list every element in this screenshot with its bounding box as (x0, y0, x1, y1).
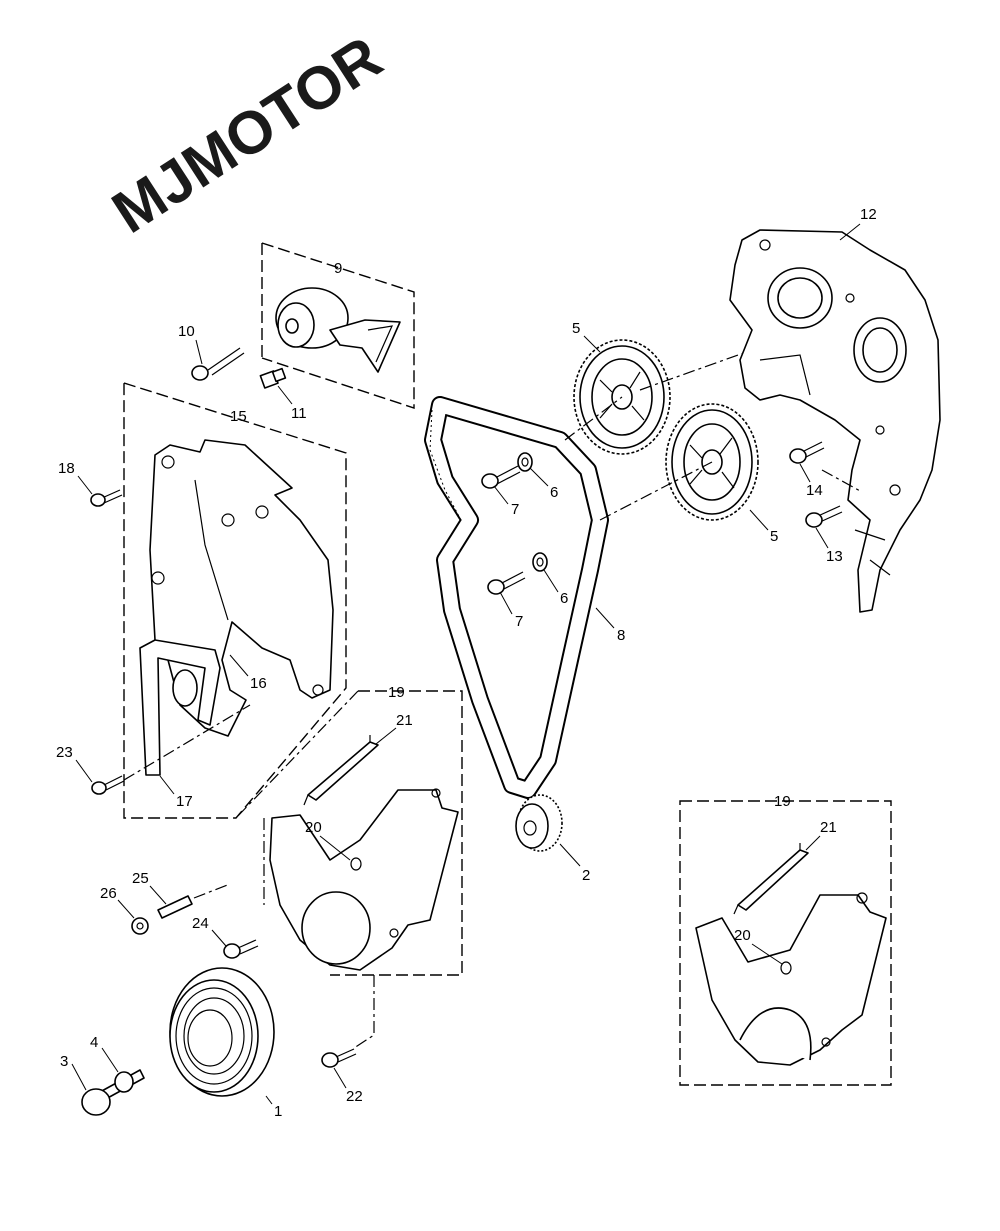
bolt-3 (81, 1069, 145, 1116)
callout-6-upper: 6 (550, 484, 558, 501)
callout-18: 18 (58, 460, 75, 477)
callouts: 1 2 3 4 5 5 6 6 7 7 8 9 10 11 12 13 14 (56, 206, 877, 1120)
lower-timing-cover-right (695, 892, 887, 1066)
callout-17: 17 (176, 793, 193, 810)
callout-7-lower: 7 (515, 613, 523, 630)
callout-19-right: 19 (774, 793, 791, 810)
callout-2: 2 (582, 867, 590, 884)
callout-21-right: 21 (820, 819, 837, 836)
callout-26: 26 (100, 885, 117, 902)
lower-cover-group-box-right (679, 800, 892, 1086)
callout-8: 8 (617, 627, 625, 644)
callout-3: 3 (60, 1053, 68, 1070)
washer-4 (114, 1071, 134, 1093)
callout-4: 4 (90, 1034, 98, 1051)
crankshaft-pulley (169, 967, 275, 1097)
bolt-10 (191, 347, 245, 381)
stud-25 (157, 883, 231, 919)
strip-21-right (733, 843, 809, 915)
callout-20-right: 20 (734, 927, 751, 944)
bolt-7-upper (481, 465, 521, 489)
nut-26 (131, 917, 149, 935)
bolt-23 (91, 775, 125, 795)
bolt-24 (223, 939, 259, 959)
callout-14: 14 (806, 482, 823, 499)
bolt-14 (789, 441, 825, 464)
bolt-18 (90, 489, 123, 507)
callout-24: 24 (192, 915, 209, 932)
callout-12: 12 (860, 206, 877, 223)
bolt-22 (321, 975, 375, 1068)
callout-21-left: 21 (396, 712, 413, 729)
callout-16: 16 (250, 675, 267, 692)
bolt-13 (805, 505, 843, 528)
strip-21-left (303, 735, 379, 806)
lower-timing-cover-left (269, 788, 459, 971)
callout-22: 22 (346, 1088, 363, 1105)
callout-1: 1 (274, 1103, 282, 1120)
callout-25: 25 (132, 870, 149, 887)
callout-11: 11 (291, 405, 307, 422)
seal-17 (139, 639, 221, 776)
callout-10: 10 (178, 323, 195, 340)
callout-7-upper: 7 (511, 501, 519, 518)
washer-6-upper (517, 452, 533, 472)
washer-6-lower (532, 552, 548, 572)
callout-15: 15 (230, 408, 247, 425)
camshaft-gear-lower (665, 403, 759, 521)
watermark-logo: MJMOTOR (101, 23, 394, 246)
callout-19-left: 19 (388, 684, 405, 701)
callout-5-upper: 5 (572, 320, 580, 337)
callout-20-left: 20 (305, 819, 322, 836)
lower-cover-group-box-left (235, 690, 463, 976)
idler-pulley (515, 794, 563, 852)
timing-belt (424, 396, 609, 799)
callout-6-lower: 6 (560, 590, 568, 607)
tensioner-group-box (261, 242, 415, 409)
callout-5-lower: 5 (770, 528, 778, 545)
rear-timing-cover (729, 229, 941, 613)
tensioner-pulley (275, 287, 401, 373)
callout-13: 13 (826, 548, 843, 565)
callout-23: 23 (56, 744, 73, 761)
upper-cover-group-box (123, 382, 347, 819)
nut-11 (259, 367, 287, 389)
callout-9: 9 (334, 260, 342, 277)
bolt-7-lower (487, 571, 526, 595)
